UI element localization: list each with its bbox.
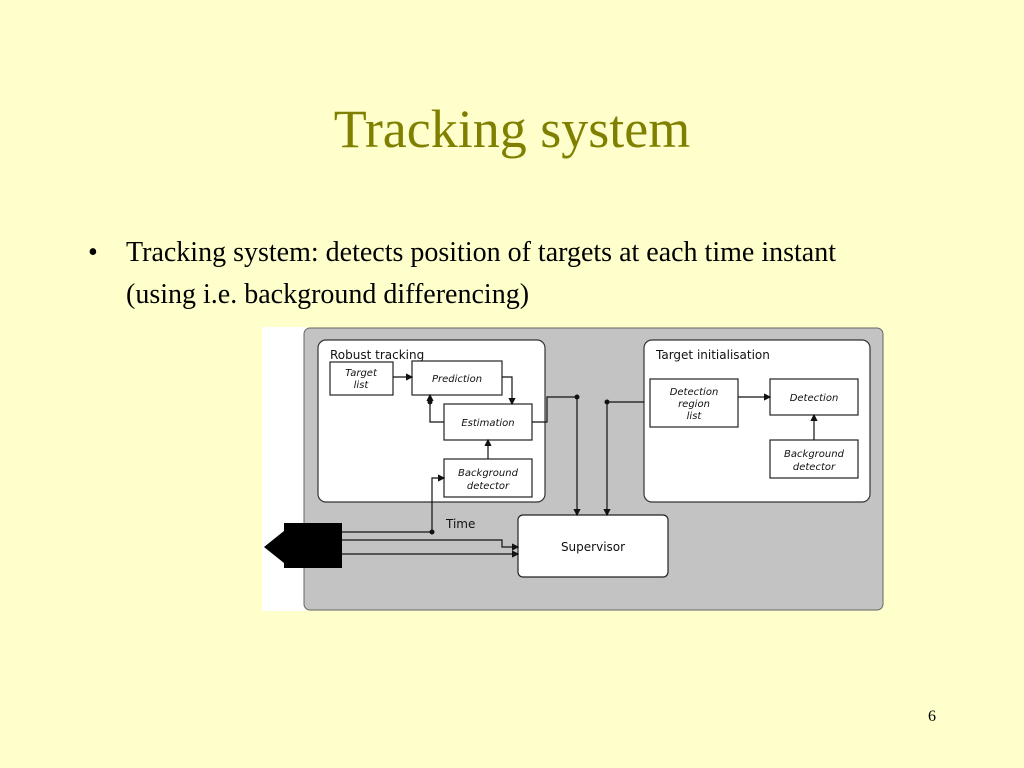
target-list-box	[329, 361, 394, 396]
target-list-label-line1: Target	[345, 368, 378, 379]
estimation-label: Estimation	[461, 418, 514, 429]
bullet-item: • Tracking system: detects position of t…	[88, 232, 908, 316]
supervisor-label: Supervisor	[561, 540, 625, 554]
target-initialisation-label: Target initialisation	[655, 348, 770, 362]
tracking-system-diagram: Robust tracking Target initialisation Ta…	[262, 327, 884, 611]
slide-title: Tracking system	[333, 99, 691, 159]
background-detector-left-box	[443, 458, 533, 498]
bullet-list: • Tracking system: detects position of t…	[88, 232, 908, 316]
background-detector-right-line2: detector	[793, 462, 836, 473]
target-list-label-line2: list	[354, 380, 370, 391]
detection-region-list-line2: region	[678, 399, 710, 410]
prediction-label: Prediction	[432, 374, 482, 385]
background-detector-left-line2: detector	[467, 481, 510, 492]
bullet-dot: •	[88, 237, 98, 268]
connector-junction-dots	[427, 394, 610, 535]
diagram-connectors	[342, 373, 818, 558]
detection-region-list-box	[649, 378, 739, 428]
robust-tracking-label: Robust tracking	[330, 348, 424, 362]
background-detector-left-line1: Background	[458, 468, 519, 479]
camera-icon	[264, 523, 342, 568]
bullet-text: Tracking system: detects position of tar…	[126, 237, 836, 310]
page-number: 6	[928, 708, 936, 725]
detection-region-list-line1: Detection	[670, 387, 719, 398]
background-detector-right-line1: Background	[784, 449, 845, 460]
diagram-white-margin	[262, 327, 306, 611]
detection-label: Detection	[790, 393, 839, 404]
time-label: Time	[445, 517, 475, 531]
detection-region-list-line3: list	[687, 411, 703, 422]
